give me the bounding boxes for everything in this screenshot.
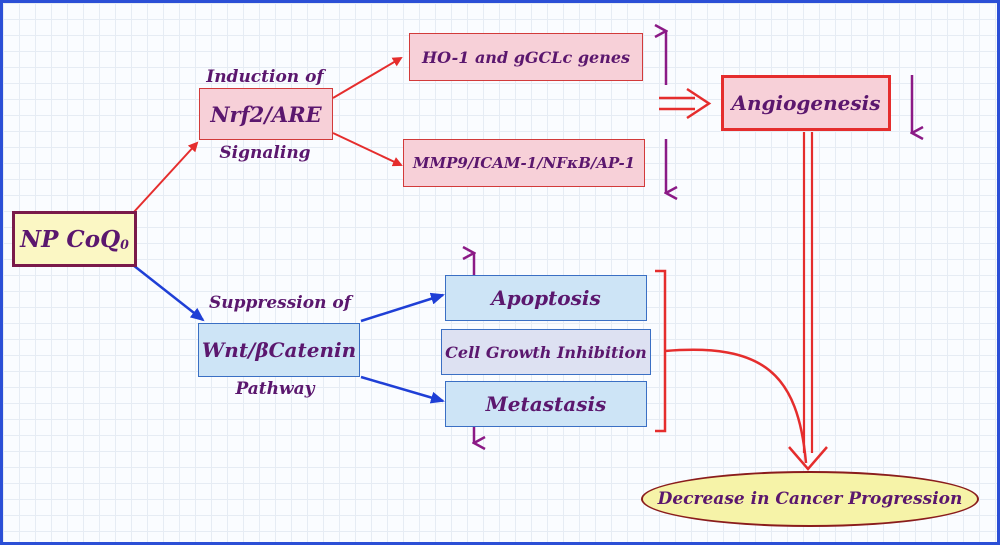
label-signaling: Signaling: [219, 143, 311, 163]
arrow-angiogenesis-to-final: [788, 132, 828, 471]
node-apoptosis: Apoptosis: [445, 275, 647, 321]
label-induction-of: Induction of: [206, 67, 324, 87]
arrow-nrf2-to-mmp9: [332, 132, 403, 167]
arrow-wnt-to-apoptosis: [360, 292, 445, 323]
node-cell-growth-inhibition: Cell Growth Inhibition: [441, 329, 651, 375]
node-wnt-bcatenin: Wnt/βCatenin: [198, 323, 360, 377]
arrow-bracket-to-final: [664, 348, 808, 464]
source-node-subscript: 0: [120, 236, 129, 252]
arrow-wnt-to-metastasis: [360, 375, 445, 404]
arrow-nrf2-to-ho1: [332, 56, 403, 99]
node-metastasis: Metastasis: [445, 381, 647, 427]
label-suppression-of: Suppression of: [208, 293, 352, 313]
arrow-source-to-wnt: [132, 264, 205, 322]
node-ho1-gene: HO-1 and gGCLc genes: [409, 33, 643, 81]
node-nrf2-are: Nrf2/ARE: [199, 88, 333, 140]
bracket-lower-targets: [655, 269, 667, 433]
source-node-text: NP CoQ: [20, 225, 121, 253]
node-mmp9-icam1: MMP9/ICAM-1/NFκB/AP-1: [403, 139, 645, 187]
source-node-np-coq0: NP CoQ0: [12, 211, 137, 267]
node-decrease-in-cancer-progression: Decrease in Cancer Progression: [641, 471, 979, 527]
arrow-source-to-nrf2: [132, 141, 199, 214]
node-angiogenesis: Angiogenesis: [721, 75, 891, 131]
label-pathway: Pathway: [235, 379, 315, 399]
double-arrow-to-angiogenesis: [659, 87, 712, 120]
